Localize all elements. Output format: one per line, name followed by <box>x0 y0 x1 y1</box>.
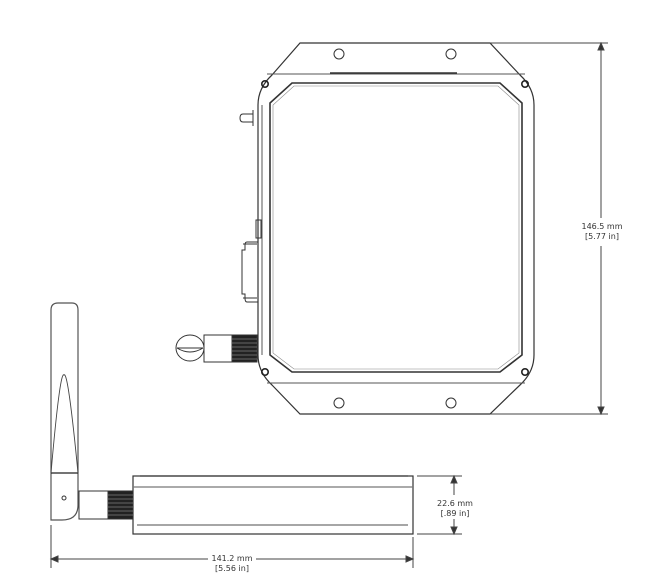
width-dimension <box>49 525 415 568</box>
mounting-hole <box>333 397 345 409</box>
depth-mm: 22.6 mm <box>437 499 473 508</box>
width-in: [5.56 in] <box>215 564 249 573</box>
small-connector <box>239 113 254 123</box>
mounting-hole <box>445 397 457 409</box>
mounting-hole <box>333 48 345 60</box>
depth-dimension <box>417 474 462 536</box>
depth-in: [.89 in] <box>440 509 470 518</box>
width-dimension-label: 141.2 mm [5.56 in] <box>208 554 256 574</box>
corner-screws <box>260 80 529 376</box>
antenna <box>50 302 79 521</box>
top-view <box>175 42 535 415</box>
height-dimension-label: 146.5 mm [5.77 in] <box>580 222 624 242</box>
mounting-hole <box>445 48 457 60</box>
antenna-connector-top <box>175 334 258 363</box>
side-view <box>50 302 414 535</box>
enclosure-outline <box>257 42 535 415</box>
height-dimension <box>490 41 608 416</box>
side-connector <box>241 241 258 303</box>
width-mm: 141.2 mm <box>211 554 253 563</box>
height-mm: 146.5 mm <box>581 222 623 231</box>
lid <box>269 82 523 373</box>
height-in: [5.77 in] <box>585 232 619 241</box>
depth-dimension-label: 22.6 mm [.89 in] <box>434 499 476 519</box>
